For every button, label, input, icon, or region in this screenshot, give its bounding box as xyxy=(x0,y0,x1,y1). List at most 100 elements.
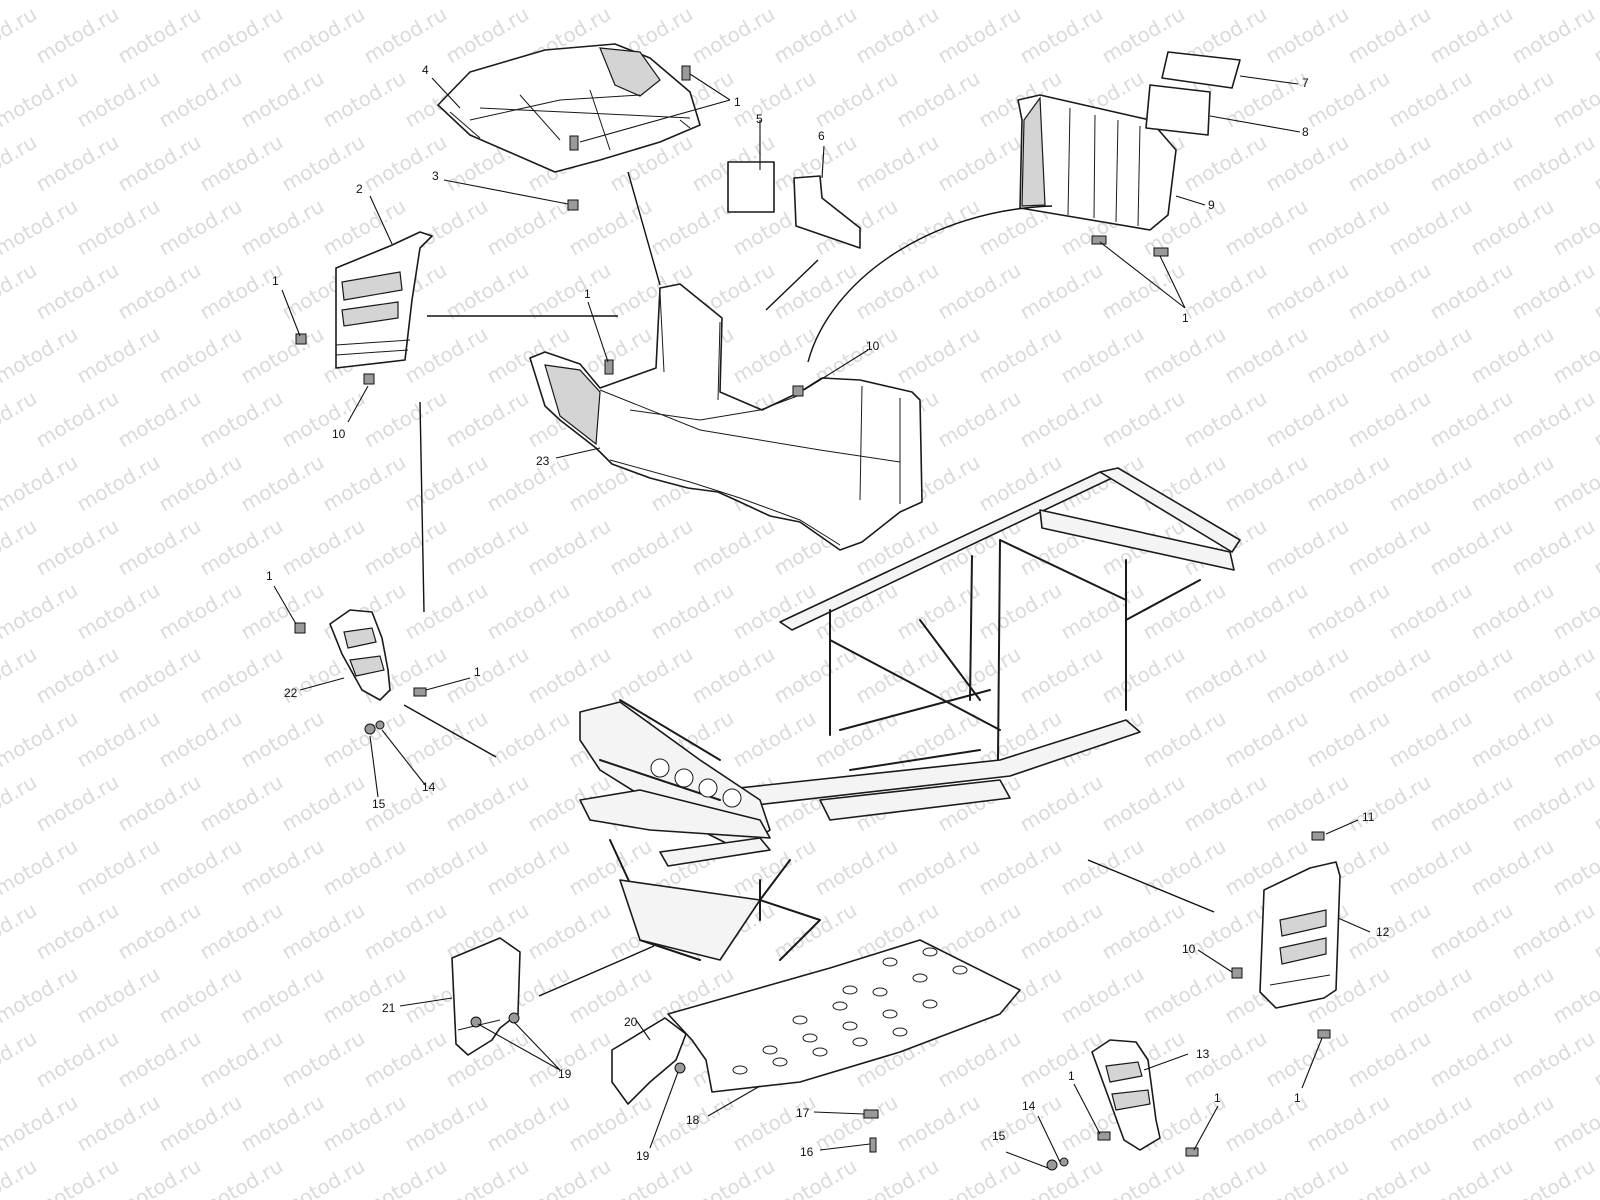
watermark-text: motod.ru xyxy=(606,514,697,581)
watermark-text: motod.ru xyxy=(1303,450,1394,517)
watermark-text: motod.ru xyxy=(319,0,410,4)
callout-10: 10 xyxy=(1182,942,1196,956)
watermark-text: motod.ru xyxy=(73,0,164,4)
callout-1: 1 xyxy=(266,569,273,583)
watermark-text: motod.ru xyxy=(114,258,205,325)
watermark-text: motod.ru xyxy=(1262,130,1353,197)
watermark-text: motod.ru xyxy=(442,258,533,325)
watermark-text: motod.ru xyxy=(647,194,738,261)
watermark-text: motod.ru xyxy=(278,898,369,965)
watermark-text: motod.ru xyxy=(524,1154,615,1200)
watermark-text: motod.ru xyxy=(1303,1090,1394,1157)
part-5-decal xyxy=(727,161,775,213)
watermark-text: motod.ru xyxy=(1016,898,1107,965)
skid-plate-hole xyxy=(732,1065,748,1075)
watermark-text: motod.ru xyxy=(524,898,615,965)
callout-1: 1 xyxy=(584,287,591,301)
watermark-text: motod.ru xyxy=(0,962,82,1029)
watermark-text: motod.ru xyxy=(1098,770,1189,837)
watermark-text: motod.ru xyxy=(1262,258,1353,325)
watermark-text: motod.ru xyxy=(32,258,123,325)
watermark-text: motod.ru xyxy=(1344,1026,1435,1093)
fasteners xyxy=(294,65,1331,1171)
callout-1: 1 xyxy=(734,95,741,109)
watermark-text: motod.ru xyxy=(73,962,164,1029)
watermark-text: motod.ru xyxy=(1180,770,1271,837)
skid-plate-hole xyxy=(912,973,928,983)
callout-14: 14 xyxy=(1022,1099,1036,1113)
watermark-text: motod.ru xyxy=(0,514,41,581)
watermark-text: motod.ru xyxy=(1057,962,1148,1029)
watermark-text: motod.ru xyxy=(155,834,246,901)
callout-7: 7 xyxy=(1302,76,1309,90)
watermark-text: motod.ru xyxy=(278,770,369,837)
skid-plate-hole xyxy=(922,999,938,1009)
watermark-text: motod.ru xyxy=(1139,0,1230,4)
callout-1: 1 xyxy=(1068,1069,1075,1083)
watermark-text: motod.ru xyxy=(196,1154,287,1200)
watermark-text: motod.ru xyxy=(0,130,41,197)
watermark-text: motod.ru xyxy=(1549,706,1600,773)
watermark-text: motod.ru xyxy=(1016,258,1107,325)
watermark-text: motod.ru xyxy=(196,386,287,453)
watermark-text: motod.ru xyxy=(155,1090,246,1157)
watermark-text: motod.ru xyxy=(360,514,451,581)
watermark-text: motod.ru xyxy=(770,1154,861,1200)
watermark-text: motod.ru xyxy=(32,130,123,197)
watermark-text: motod.ru xyxy=(770,2,861,69)
watermark-text: motod.ru xyxy=(319,706,410,773)
watermark-text: motod.ru xyxy=(1221,706,1312,773)
watermark-text: motod.ru xyxy=(1426,2,1517,69)
watermark-text: motod.ru xyxy=(196,642,287,709)
watermark-text: motod.ru xyxy=(237,0,328,4)
watermark-text: motod.ru xyxy=(0,0,82,4)
callout-5: 5 xyxy=(756,112,763,126)
watermark-text: motod.ru xyxy=(975,0,1066,4)
watermark-text: motod.ru xyxy=(1385,834,1476,901)
watermark-text: motod.ru xyxy=(1303,578,1394,645)
watermark-text: motod.ru xyxy=(1098,258,1189,325)
watermark-text: motod.ru xyxy=(1385,194,1476,261)
watermark-text: motod.ru xyxy=(1303,194,1394,261)
watermark-text: motod.ru xyxy=(1467,66,1558,133)
watermark-text: motod.ru xyxy=(1344,642,1435,709)
watermark-text: motod.ru xyxy=(196,898,287,965)
watermark-text: motod.ru xyxy=(73,322,164,389)
watermark-text: motod.ru xyxy=(1426,386,1517,453)
watermark-text: motod.ru xyxy=(1385,706,1476,773)
callout-13: 13 xyxy=(1196,1047,1210,1061)
watermark-text: motod.ru xyxy=(114,2,205,69)
watermark-text: motod.ru xyxy=(73,450,164,517)
watermark-text: motod.ru xyxy=(401,0,492,4)
callout-17: 17 xyxy=(796,1106,810,1120)
watermark-text: motod.ru xyxy=(0,898,41,965)
skid-plate-hole xyxy=(882,1009,898,1019)
watermark-text: motod.ru xyxy=(1467,834,1558,901)
watermark-text: motod.ru xyxy=(360,2,451,69)
watermark-text: motod.ru xyxy=(114,770,205,837)
callout-23: 23 xyxy=(536,454,550,468)
watermark-text: motod.ru xyxy=(1467,0,1558,4)
watermark-text: motod.ru xyxy=(1549,450,1600,517)
watermark-text: motod.ru xyxy=(647,578,738,645)
watermark-text: motod.ru xyxy=(237,962,328,1029)
watermark-text: motod.ru xyxy=(319,450,410,517)
watermark-text: motod.ru xyxy=(1221,322,1312,389)
callout-6: 6 xyxy=(818,129,825,143)
watermark-text: motod.ru xyxy=(401,578,492,645)
watermark-text: motod.ru xyxy=(155,66,246,133)
watermark-text: motod.ru xyxy=(1262,514,1353,581)
main-chassis-frame xyxy=(579,467,1241,961)
watermark-text: motod.ru xyxy=(0,450,82,517)
watermark-text: motod.ru xyxy=(196,258,287,325)
watermark-text: motod.ru xyxy=(196,1026,287,1093)
watermark-text: motod.ru xyxy=(1098,642,1189,709)
watermark-text: motod.ru xyxy=(1262,2,1353,69)
watermark-text: motod.ru xyxy=(1057,834,1148,901)
watermark-text: motod.ru xyxy=(565,578,656,645)
watermark-text: motod.ru xyxy=(401,322,492,389)
watermark-text: motod.ru xyxy=(114,1154,205,1200)
watermark-text: motod.ru xyxy=(319,66,410,133)
watermark-text: motod.ru xyxy=(32,1154,123,1200)
watermark-text: motod.ru xyxy=(0,386,41,453)
